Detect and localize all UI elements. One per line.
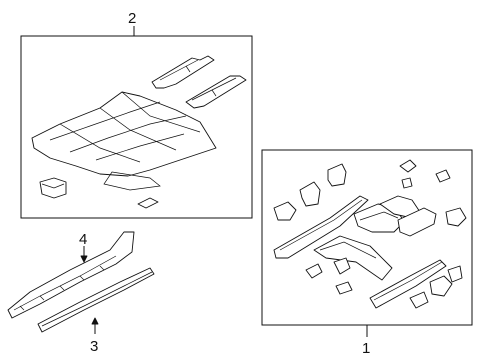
rail-bracket-b-part [327,163,347,187]
callout-3-arrow [91,317,99,325]
small-bracket-e-part [305,263,323,279]
inner-rocker-part [7,231,135,319]
lower-cross-rail-part [185,75,247,109]
small-bracket-g-part [335,281,353,295]
callout-2-label: 2 [128,10,136,27]
group-3-4-rockers: 4 3 [7,231,155,355]
rail-clip-c-part [401,177,413,189]
small-bracket-i-part [429,275,453,297]
floor-pan-part [31,91,217,177]
callout-3-label: 3 [90,338,98,355]
rail-bracket-d-part [445,207,467,227]
rail-bracket-a-part [299,181,321,207]
rail-bracket-c-part [273,201,297,221]
small-bracket-j-part [447,265,463,283]
rail-clip-b-part [435,169,451,183]
rail-clip-a-part [399,159,417,173]
floor-clip-part [137,197,159,209]
rear-crossmember-part [397,207,437,237]
group-2-box [20,35,253,219]
group-1-rails-kit: 1 [261,149,473,357]
callout-1-label: 1 [362,340,370,357]
callout-4-label: 4 [79,231,87,248]
lower-side-rail-part [369,259,447,309]
upper-cross-rail-part [151,55,215,89]
group-2-floor-pan: 2 [20,10,253,219]
callout-4-arrow [80,255,88,263]
small-bracket-f-part [333,257,351,275]
small-bracket-h-part [409,291,429,309]
mid-rail-part [313,235,393,281]
